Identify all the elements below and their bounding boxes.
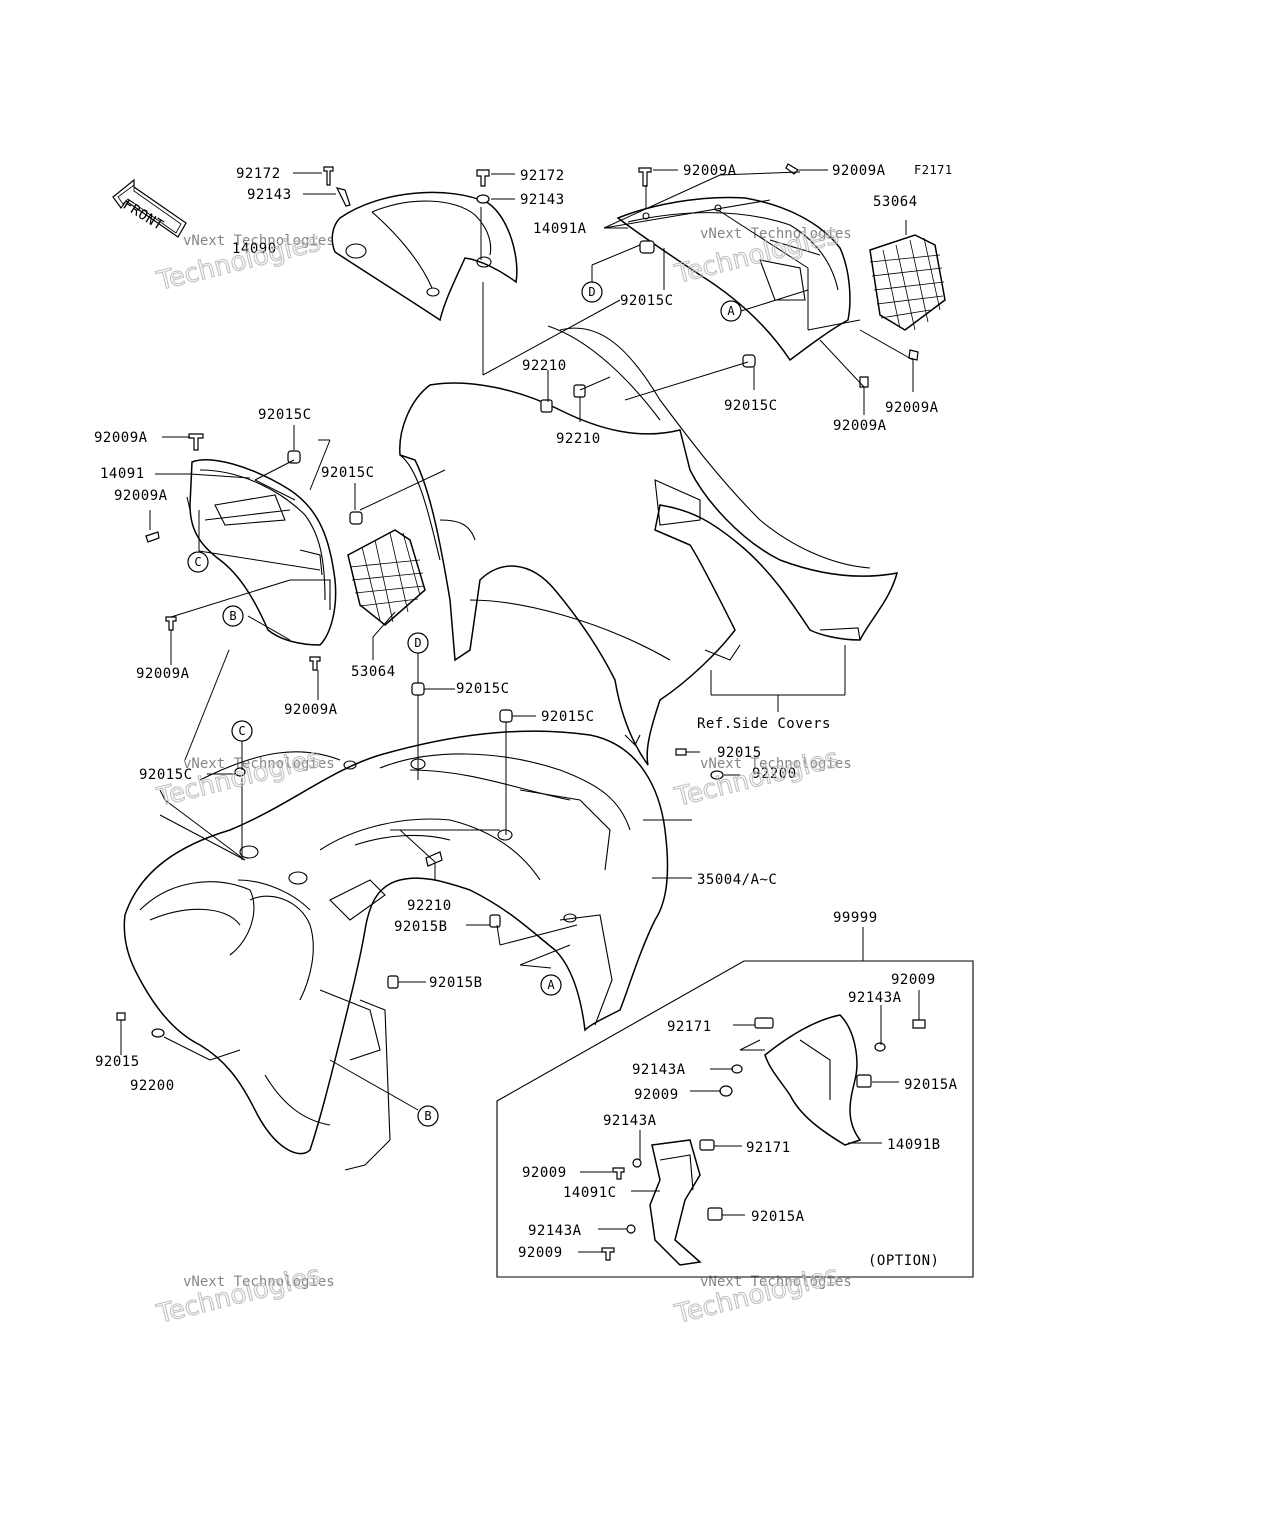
part-label: 92009 <box>522 1165 567 1181</box>
watermark-line: vNext Technologies <box>183 233 335 249</box>
callout-c-left: C <box>194 555 201 569</box>
part-label: 92015A <box>751 1209 805 1225</box>
callout-b-bottom: B <box>424 1109 431 1123</box>
ref-side-covers-note: Ref.Side Covers <box>697 716 831 732</box>
callout-d-top: D <box>588 285 595 299</box>
part-label: 92143A <box>848 990 902 1006</box>
callout-markers: D A C B D C A B <box>187 281 742 1127</box>
part-label: 35004/A~C <box>697 872 777 888</box>
part-label: 99999 <box>833 910 878 926</box>
fasteners-group <box>116 163 926 1261</box>
part-label: 92143 <box>520 192 565 208</box>
part-label: 92009A <box>885 400 939 416</box>
callout-a-bottom: A <box>547 978 555 992</box>
part-label: 92200 <box>752 766 797 782</box>
front-fender-main-part <box>399 325 899 766</box>
part-label: 92210 <box>522 358 567 374</box>
part-label: 92143 <box>247 187 292 203</box>
part-label: 92143A <box>603 1113 657 1129</box>
watermark-bottom-left: vNext Technologies Technologies <box>153 1260 335 1331</box>
part-label: 92009A <box>832 163 886 179</box>
part-label: 92009A <box>94 430 148 446</box>
part-label: 92015C <box>139 767 193 783</box>
figure-code: F2171 <box>914 163 953 177</box>
front-side-cover-14091-part <box>189 459 337 646</box>
part-label: 92009A <box>683 163 737 179</box>
part-label: 92200 <box>130 1078 175 1094</box>
part-label: 53064 <box>873 194 918 210</box>
part-label: 92009A <box>136 666 190 682</box>
part-label: 92009 <box>891 972 936 988</box>
callout-b-left: B <box>229 609 236 623</box>
part-label: 92210 <box>407 898 452 914</box>
grille-53064-left-part <box>347 529 426 626</box>
part-label: 14091A <box>533 221 587 237</box>
watermark-outline: Technologies <box>153 1260 323 1330</box>
part-labels: 92172 92143 14090 92172 92143 92009A 920… <box>94 163 958 1269</box>
watermark-outline: Technologies <box>671 1260 841 1330</box>
part-label: 92015C <box>724 398 778 414</box>
part-label: 92015A <box>904 1077 958 1093</box>
leader-lines <box>120 169 920 1253</box>
front-side-cover-14091a-part <box>616 196 851 362</box>
watermark-line: vNext Technologies <box>700 226 852 242</box>
part-label: 14091 <box>100 466 145 482</box>
grille-53064-right-part <box>869 234 946 331</box>
part-label: 53064 <box>351 664 396 680</box>
part-label: 92009 <box>518 1245 563 1261</box>
part-label: 92172 <box>236 166 281 182</box>
part-label: 92009 <box>634 1087 679 1103</box>
part-label: 92210 <box>556 431 601 447</box>
part-label: 92015 <box>95 1054 140 1070</box>
front-arrow-icon: FRONT <box>112 178 187 238</box>
callout-a-top: A <box>727 304 735 318</box>
part-label: 92009A <box>833 418 887 434</box>
watermark-line: vNext Technologies <box>700 756 852 772</box>
part-label: 92015B <box>429 975 483 991</box>
part-label: 92015 <box>717 745 762 761</box>
rear-rack-cover-part <box>331 191 518 322</box>
part-label: 92171 <box>746 1140 791 1156</box>
part-label: 92171 <box>667 1019 712 1035</box>
callout-c-mid: C <box>238 724 245 738</box>
part-label: 92009A <box>114 488 168 504</box>
watermark-bottom-right: vNext Technologies Technologies <box>671 1260 852 1331</box>
part-label: 92015B <box>394 919 448 935</box>
option-kit-box <box>496 960 974 1278</box>
part-label: 92015C <box>456 681 510 697</box>
part-label: 92015C <box>258 407 312 423</box>
part-label: 92015C <box>321 465 375 481</box>
watermark-line: vNext Technologies <box>183 756 335 772</box>
watermark-top-left: vNext Technologies Technologies <box>153 227 335 298</box>
rear-fender-35004-part <box>123 730 669 1171</box>
part-label: 14090 <box>232 241 277 257</box>
part-label: 92143A <box>632 1062 686 1078</box>
part-label: 92015C <box>620 293 674 309</box>
part-label: 92015C <box>541 709 595 725</box>
part-label: 14091B <box>887 1137 941 1153</box>
option-label: (OPTION) <box>868 1253 939 1269</box>
part-label: 92172 <box>520 168 565 184</box>
watermark-line: vNext Technologies <box>183 1274 335 1290</box>
part-label: 92143A <box>528 1223 582 1239</box>
part-label: 92009A <box>284 702 338 718</box>
callout-d-mid: D <box>414 636 421 650</box>
watermark-line: vNext Technologies <box>700 1274 852 1290</box>
part-label: 14091C <box>563 1185 617 1201</box>
